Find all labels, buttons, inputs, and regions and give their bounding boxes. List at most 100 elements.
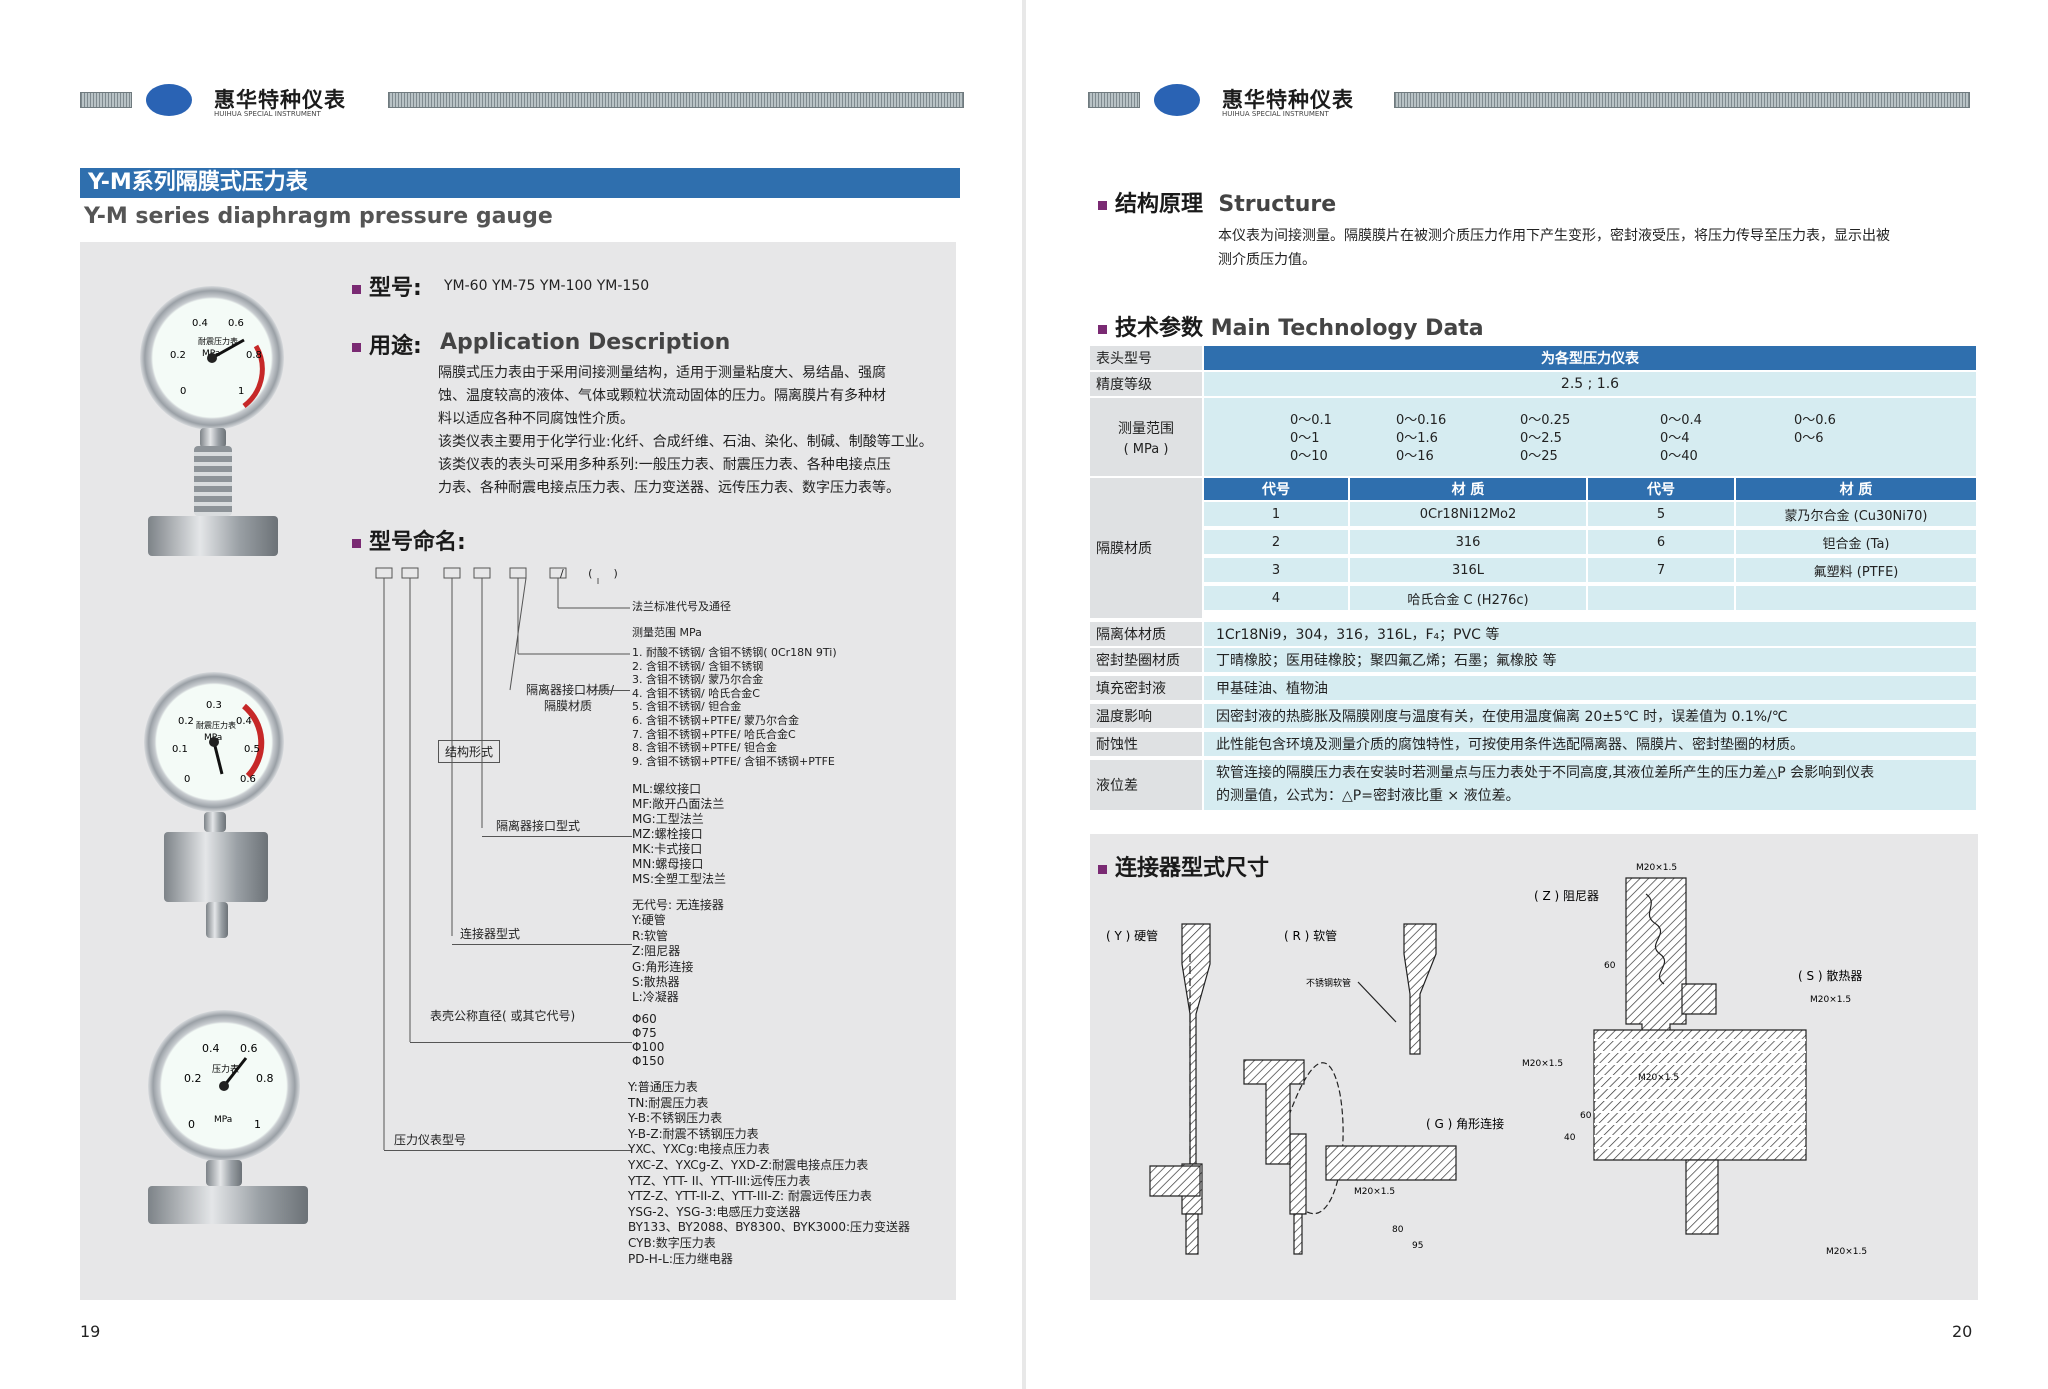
gauge2-tick-1: 0.1 (172, 744, 188, 755)
connector-label-r: ( R ) 软管 (1284, 928, 1337, 943)
usage-line: 力表、各种耐震电接点压力表、压力变送器、远传压力表、数字压力表等。 (438, 480, 900, 496)
bullet-square-icon (1098, 864, 1107, 874)
range-col: 0～0.4 0～4 0～40 (1660, 413, 1702, 464)
structure-label: 结构原理 (1115, 192, 1204, 217)
connector-thread-g-side: M20×1.5 (1354, 1187, 1395, 1197)
sub-header: 材 质 (1350, 478, 1586, 500)
naming-structure: 结构形式 (438, 740, 501, 763)
sub-cell: 1 (1204, 502, 1348, 526)
table-value: 此性能包含环境及测量介质的腐蚀特性，可按使用条件选配隔离器、隔膜片、密封垫圈的材… (1204, 732, 1976, 756)
table-value: 甲基硅油、植物油 (1204, 676, 1976, 700)
table-label: 耐蚀性 (1090, 732, 1202, 756)
sub-cell: 4 (1204, 586, 1348, 610)
table-row: 精度等级 2.5 ; 1.6 (1090, 372, 1976, 396)
connector-label-s: ( S ) 散热器 (1798, 968, 1862, 983)
gauge1-tick-1: 0.2 (170, 350, 186, 361)
usage-line: 隔膜式压力表由于采用间接测量结构，适用于测量粘度大、易结晶、强腐 (438, 365, 886, 381)
sub-cell: 6 (1588, 530, 1734, 554)
sub-cell: 316 (1350, 530, 1586, 554)
page-divider (1022, 0, 1026, 1389)
usage-line: 蚀、温度较高的液体、气体或颗粒状流动固体的压力。隔离膜片有多种材 (438, 388, 886, 404)
sub-cell: 0Cr18Ni12Mo2 (1350, 502, 1586, 526)
sub-cell: 钽合金 (Ta) (1736, 530, 1976, 554)
page-title: Y-M系列隔膜式压力表 (80, 168, 960, 198)
table-label: 密封垫圈材质 (1090, 648, 1202, 672)
range-value-cell: 0～0.1 0～1 0～10 0～0.16 0～1.6 0～16 0～0.25 … (1204, 398, 1976, 476)
structure-line: 本仪表为间接测量。隔膜膜片在被测介质压力作用下产生变形，密封液受压，将压力传导至… (1218, 228, 1890, 244)
table-label: 液位差 (1090, 760, 1202, 810)
gauge3-tick-1: 0.2 (184, 1072, 202, 1085)
connector-note-r: 不锈钢软管 (1306, 977, 1351, 989)
sub-header: 代号 (1588, 478, 1734, 500)
sub-header: 材 质 (1736, 478, 1976, 500)
brand-name-en-r: HUIHUA SPECIAL INSTRUMENT (1222, 110, 1329, 118)
header-bar-left (80, 92, 132, 108)
usage-heading: 用途: (352, 328, 422, 360)
table-label: 隔膜材质 (1090, 478, 1202, 618)
tech-label: 技术参数 (1115, 316, 1204, 341)
naming-material-label: 隔离器接口材质/ (526, 683, 615, 697)
gauge3-tick-4: 0.8 (256, 1072, 274, 1085)
sub-cell (1588, 586, 1734, 610)
sub-cell (1736, 586, 1976, 610)
connector-panel (1090, 834, 1978, 1300)
usage-line: 料以适应各种不同腐蚀性介质。 (438, 411, 634, 427)
brand-logo-icon (146, 84, 192, 116)
gauge3-tick-2: 0.4 (202, 1042, 220, 1055)
gauge1-title: 耐震压力表 (198, 336, 238, 346)
naming-tree-lines (375, 567, 630, 1150)
sub-cell: 哈氏合金 C (H276c) (1350, 586, 1586, 610)
table-row: 耐蚀性 此性能包含环境及测量介质的腐蚀特性，可按使用条件选配隔离器、隔膜片、密封… (1090, 732, 1976, 756)
page-number-right: 20 (1952, 1322, 1973, 1341)
gauge1-tick-0: 0 (180, 386, 186, 397)
tech-heading: 技术参数 Main Technology Data (1098, 310, 1484, 342)
naming-heading: 型号命名: (352, 524, 466, 556)
naming-label: 型号命名: (369, 530, 466, 555)
model-label: 型号: (369, 276, 422, 301)
table-label: 精度等级 (1090, 372, 1202, 396)
gauge1-tick-4: 0.8 (246, 350, 262, 361)
usage-line: 该类仪表主要用于化学行业:化纤、合成纤维、石油、染化、制碱、制酸等工业。 (438, 434, 933, 450)
table-label: 隔离体材质 (1090, 622, 1202, 646)
bullet-square-icon (1098, 200, 1107, 210)
table-row: 密封垫圈材质 丁晴橡胶；医用硅橡胶；聚四氟乙烯；石墨；氟橡胶 等 (1090, 648, 1976, 672)
model-values: YM-60 YM-75 YM-100 YM-150 (444, 278, 650, 294)
table-label: 填充密封液 (1090, 676, 1202, 700)
table-value: 1Cr18Ni9，304，316，316L，F₄；PVC 等 (1204, 622, 1976, 646)
table-label: 测量范围 (1118, 420, 1174, 437)
level-line: 软管连接的隔膜压力表在安装时若测量点与压力表处于不同高度,其液位差所产生的压力差… (1216, 765, 1875, 781)
model-heading: 型号: (352, 270, 422, 302)
usage-line: 该类仪表的表头可采用多种系列:一般压力表、耐震压力表、各种电接点压 (438, 457, 891, 473)
naming-interface-label: 隔离器接口型式 (496, 819, 581, 833)
gauge2-tick-3: 0.3 (206, 700, 222, 711)
gauge2-tick-4: 0.4 (236, 716, 252, 727)
gauge2-tick-0: 0 (184, 774, 190, 785)
bullet-square-icon (352, 342, 361, 352)
bullet-square-icon (352, 538, 361, 548)
usage-text: 隔膜式压力表由于采用间接测量结构，适用于测量粘度大、易结晶、强腐 蚀、温度较高的… (438, 362, 958, 500)
gauge3-tick-3: 0.6 (240, 1042, 258, 1055)
range-col: 0～0.6 0～6 (1794, 413, 1836, 446)
sub-cell: 蒙乃尔合金 (Cu30Ni70) (1736, 502, 1976, 526)
connector-dim-s-60: 60 (1580, 1111, 1592, 1121)
naming-materials: 1. 耐酸不锈钢/ 含钼不锈钢( 0Cr18N 9Ti)2. 含钼不锈钢/ 含钼… (632, 646, 837, 768)
table-row: 温度影响 因密封液的热膨胀及隔膜刚度与温度有关，在使用温度偏离 20±5℃ 时，… (1090, 704, 1976, 728)
connector-label-z: ( Z ) 阻尼器 (1534, 889, 1599, 903)
brand-name-cn-r: 惠华特种仪表 (1222, 88, 1354, 112)
table-row: 测量范围 ( MPa ) 0～0.1 0～1 0～10 0～0.16 0～1.6… (1090, 398, 1976, 476)
header-bar-left-r (1088, 92, 1140, 108)
brand-name-en: HUIHUA SPECIAL INSTRUMENT (214, 110, 321, 118)
sub-cell: 5 (1588, 502, 1734, 526)
structure-heading: 结构原理 Structure (1098, 186, 1336, 218)
range-col: 0～0.16 0～1.6 0～16 (1396, 413, 1447, 464)
connector-thread-g: M20×1.5 (1522, 1059, 1563, 1069)
naming-flange: 法兰标准代号及通径 (632, 600, 731, 613)
connector-dim-g-40: 40 (1564, 1133, 1576, 1143)
table-row: 隔离体材质 1Cr18Ni9，304，316，316L，F₄；PVC 等 (1090, 622, 1976, 646)
sub-cell: 2 (1204, 530, 1348, 554)
naming-connector-label: 连接器型式 (460, 927, 521, 941)
structure-en: Structure (1218, 192, 1337, 217)
usage-en: Application Description (440, 330, 731, 355)
